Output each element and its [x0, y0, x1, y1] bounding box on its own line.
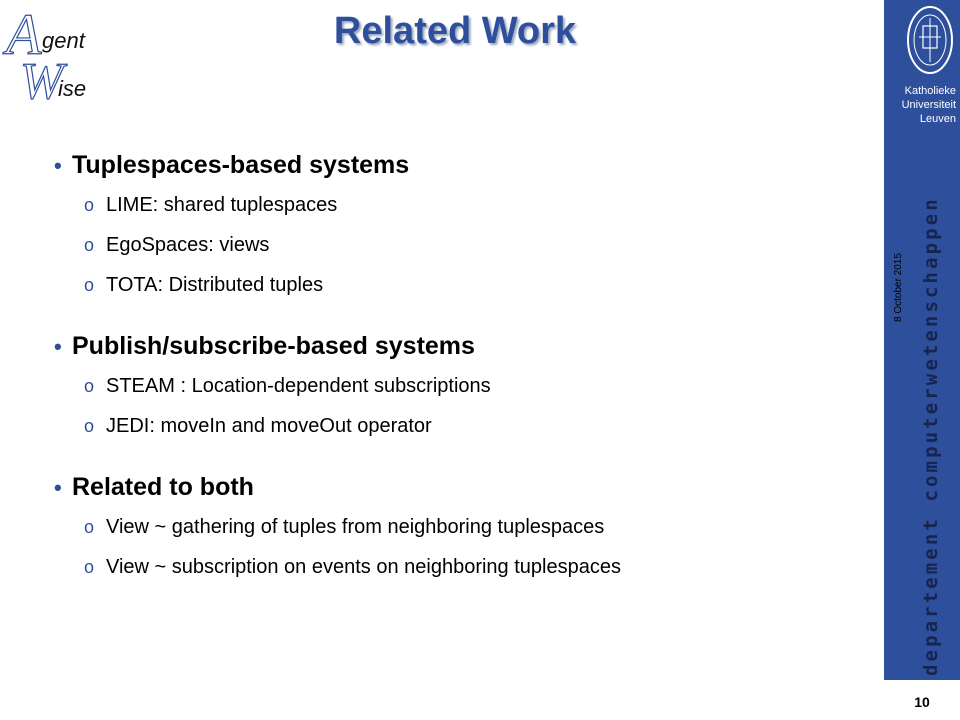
slide-date: 8 October 2015	[893, 253, 904, 322]
list-item: o LIME: shared tuplespaces	[84, 185, 874, 225]
heading-text: Related to both	[72, 473, 254, 501]
slide-content: • Tuplespaces-based systems o LIME: share…	[54, 146, 874, 609]
page-number-box	[884, 680, 960, 720]
subitem-list: o View ~ gathering of tuples from neighbo…	[84, 507, 874, 587]
section-heading: • Related to both	[54, 468, 874, 507]
list-item-text: JEDI: moveIn and moveOut operator	[106, 415, 432, 437]
list-item-text: LIME: shared tuplespaces	[106, 194, 338, 216]
university-line-1: Katholieke	[904, 85, 956, 97]
university-seal-icon	[907, 6, 953, 74]
section-heading: • Publish/subscribe-based systems	[54, 327, 874, 366]
list-item: o JEDI: moveIn and moveOut operator	[84, 406, 874, 446]
sub-bullet: o	[84, 235, 95, 255]
list-item-text: TOTA: Distributed tuples	[106, 274, 324, 296]
list-item-text: STEAM : Location-dependent subscriptions	[106, 375, 491, 397]
section-tuplespaces: • Tuplespaces-based systems o LIME: share…	[54, 146, 874, 305]
sub-bullet: o	[84, 376, 95, 396]
sub-bullet: o	[84, 557, 95, 577]
bullet: •	[54, 153, 62, 178]
agentwise-logo: A gent W ise	[2, 2, 86, 102]
sub-bullet: o	[84, 416, 95, 436]
university-line-2: Universiteit	[901, 99, 956, 111]
sub-bullet: o	[84, 275, 95, 295]
logo-initial-a: A	[2, 2, 42, 67]
sub-bullet: o	[84, 195, 95, 215]
sub-bullet: o	[84, 517, 95, 537]
list-item-text: View ~ gathering of tuples from neighbor…	[106, 516, 605, 538]
list-item: o View ~ subscription on events on neighb…	[84, 547, 874, 587]
university-name: Katholieke Universiteit Leuven	[884, 84, 956, 126]
bullet: •	[54, 475, 62, 500]
section-both: • Related to both o View ~ gathering of t…	[54, 468, 874, 587]
page-number: 10	[914, 694, 930, 710]
slide-title: Related Work	[333, 10, 577, 52]
sidebar	[884, 0, 960, 720]
list-item: o View ~ gathering of tuples from neighbo…	[84, 507, 874, 547]
bullet: •	[54, 334, 62, 359]
department-name: departement computerwetenschappen	[920, 196, 942, 676]
university-line-3: Leuven	[919, 113, 956, 125]
list-item-text: View ~ subscription on events on neighbo…	[106, 556, 621, 578]
section-pubsub: • Publish/subscribe-based systems o STEAM…	[54, 327, 874, 446]
logo-text-ise: ise	[58, 76, 86, 101]
list-item: o TOTA: Distributed tuples	[84, 265, 874, 305]
subitem-list: o STEAM : Location-dependent subscription…	[84, 366, 874, 446]
list-item: o EgoSpaces: views	[84, 225, 874, 265]
logo-initial-w: W	[20, 53, 68, 102]
section-heading: • Tuplespaces-based systems	[54, 146, 874, 185]
list-item-text: EgoSpaces: views	[106, 234, 270, 256]
logo-text-gent: gent	[42, 28, 86, 53]
heading-text: Publish/subscribe-based systems	[72, 332, 475, 360]
list-item: o STEAM : Location-dependent subscription…	[84, 366, 874, 406]
heading-text: Tuplespaces-based systems	[72, 151, 410, 179]
